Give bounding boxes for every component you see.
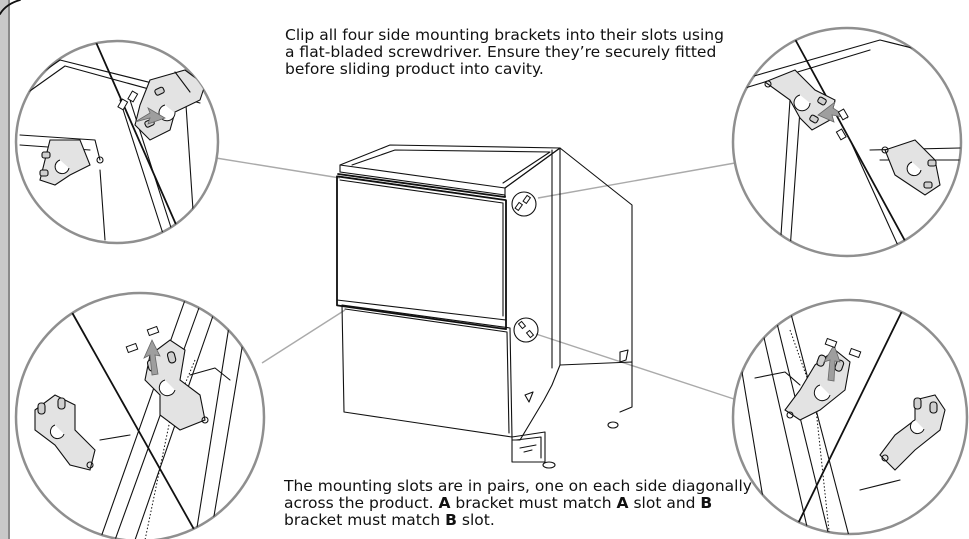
callout-line-upper-right [537, 162, 736, 199]
callout-lines [215, 157, 738, 401]
upper-drawer-panel [336, 175, 507, 331]
callout-line-upper-left [215, 157, 341, 179]
bottom-text-part: slot. [456, 511, 495, 529]
direction-arrow-icon [823, 344, 841, 382]
callout-line-lower-right [535, 333, 738, 401]
direction-arrow-icon [143, 339, 161, 376]
mounting-bracket [144, 339, 206, 431]
upper-slot-marker [511, 191, 537, 217]
bottom-text-part: bracket must match [450, 494, 617, 512]
bottom-instruction-text: The mounting slots are in pairs, one on … [284, 478, 754, 529]
letter-a: A [616, 494, 629, 512]
letter-b: B [700, 494, 713, 512]
left-frame-bar [0, 0, 8, 539]
upper-right-bracket-detail [731, 26, 963, 258]
bottom-text-part: The mounting slots are in pairs, one on … [284, 477, 752, 512]
left-frame-edge [8, 0, 10, 539]
direction-arrow-icon [817, 100, 849, 123]
lower-slot-marker [513, 317, 539, 343]
unit-plinth [511, 431, 546, 463]
top-instruction-text: Clip all four side mounting brackets int… [285, 26, 724, 78]
lower-drawer-panel [341, 304, 513, 438]
unit-foot [542, 461, 556, 469]
dishwasher-drawer-unit [336, 144, 633, 469]
bottom-text-part: bracket must match [284, 511, 446, 529]
letter-a: A [438, 494, 451, 512]
corner-arc [0, 0, 21, 15]
letter-b: B [445, 511, 457, 529]
bottom-text-part: slot and [628, 494, 701, 512]
upper-left-bracket-detail [14, 39, 220, 245]
lower-right-bracket-detail [731, 298, 969, 536]
direction-arrow-icon [134, 107, 166, 125]
callout-line-lower-left [261, 309, 346, 364]
lower-left-bracket-detail [14, 291, 266, 539]
